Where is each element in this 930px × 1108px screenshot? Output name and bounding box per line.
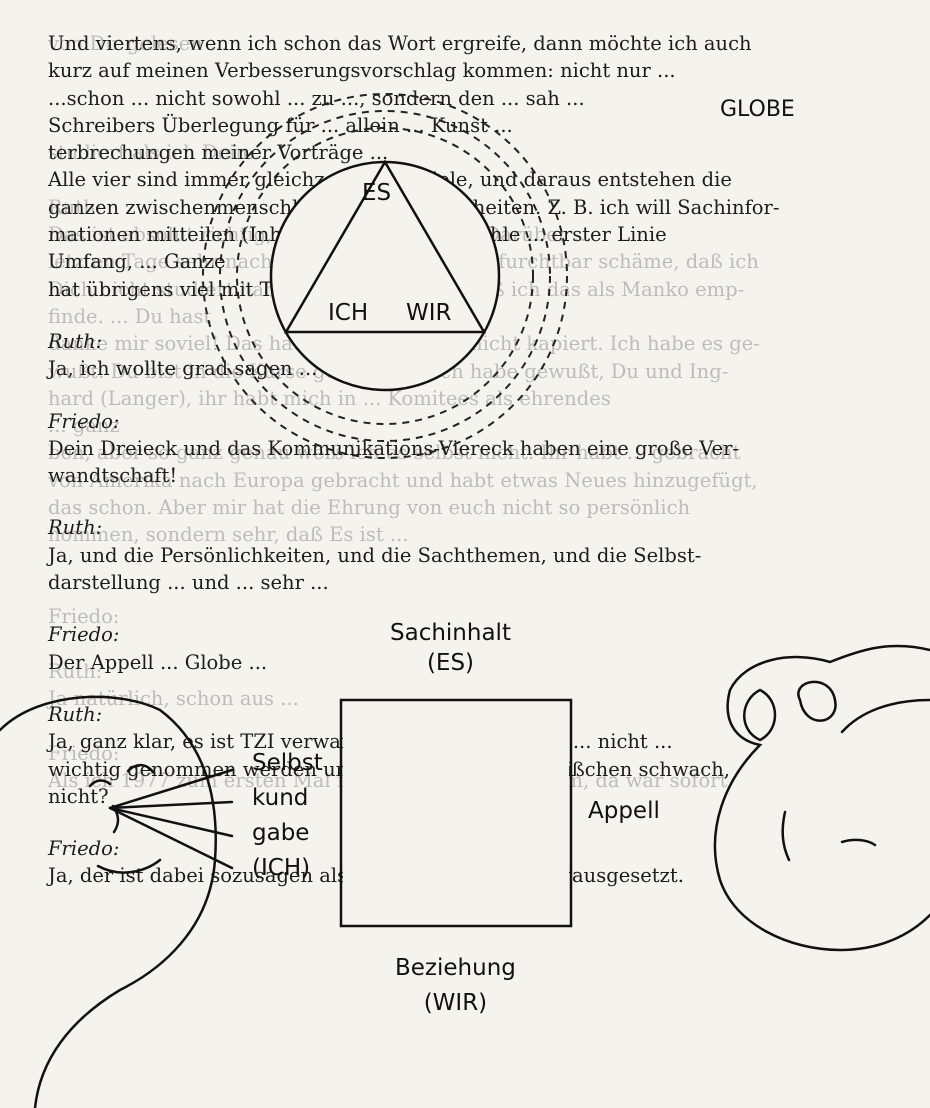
triangle-wir-label: WIR (406, 298, 452, 328)
speech-lines (110, 770, 232, 868)
sachinhalt-label: Sachinhalt (ES) (390, 618, 511, 678)
selbstkundgabe-line4: (ICH) (252, 853, 323, 883)
triangle-ich-label: ICH (328, 298, 368, 328)
sachinhalt-line1: Sachinhalt (390, 618, 511, 648)
receiver-head (715, 646, 930, 950)
selbstkundgabe-line1: Selbst (252, 748, 323, 778)
appell-label: Appell (588, 796, 660, 826)
selbstkundgabe-line3: gabe (252, 818, 323, 848)
sachinhalt-line2: (ES) (390, 648, 511, 678)
sender-head (0, 697, 216, 1108)
globe-label: GLOBE (720, 95, 795, 125)
triangle-es-label: ES (362, 178, 391, 208)
bow (744, 682, 835, 740)
beziehung-line1: Beziehung (395, 953, 516, 983)
selbstkundgabe-line2: kund (252, 783, 323, 813)
beziehung-label: Beziehung (WIR) (395, 953, 516, 1018)
selbstkundgabe-label: Selbst kund gabe (ICH) (252, 748, 323, 883)
beziehung-line2: (WIR) (395, 988, 516, 1018)
